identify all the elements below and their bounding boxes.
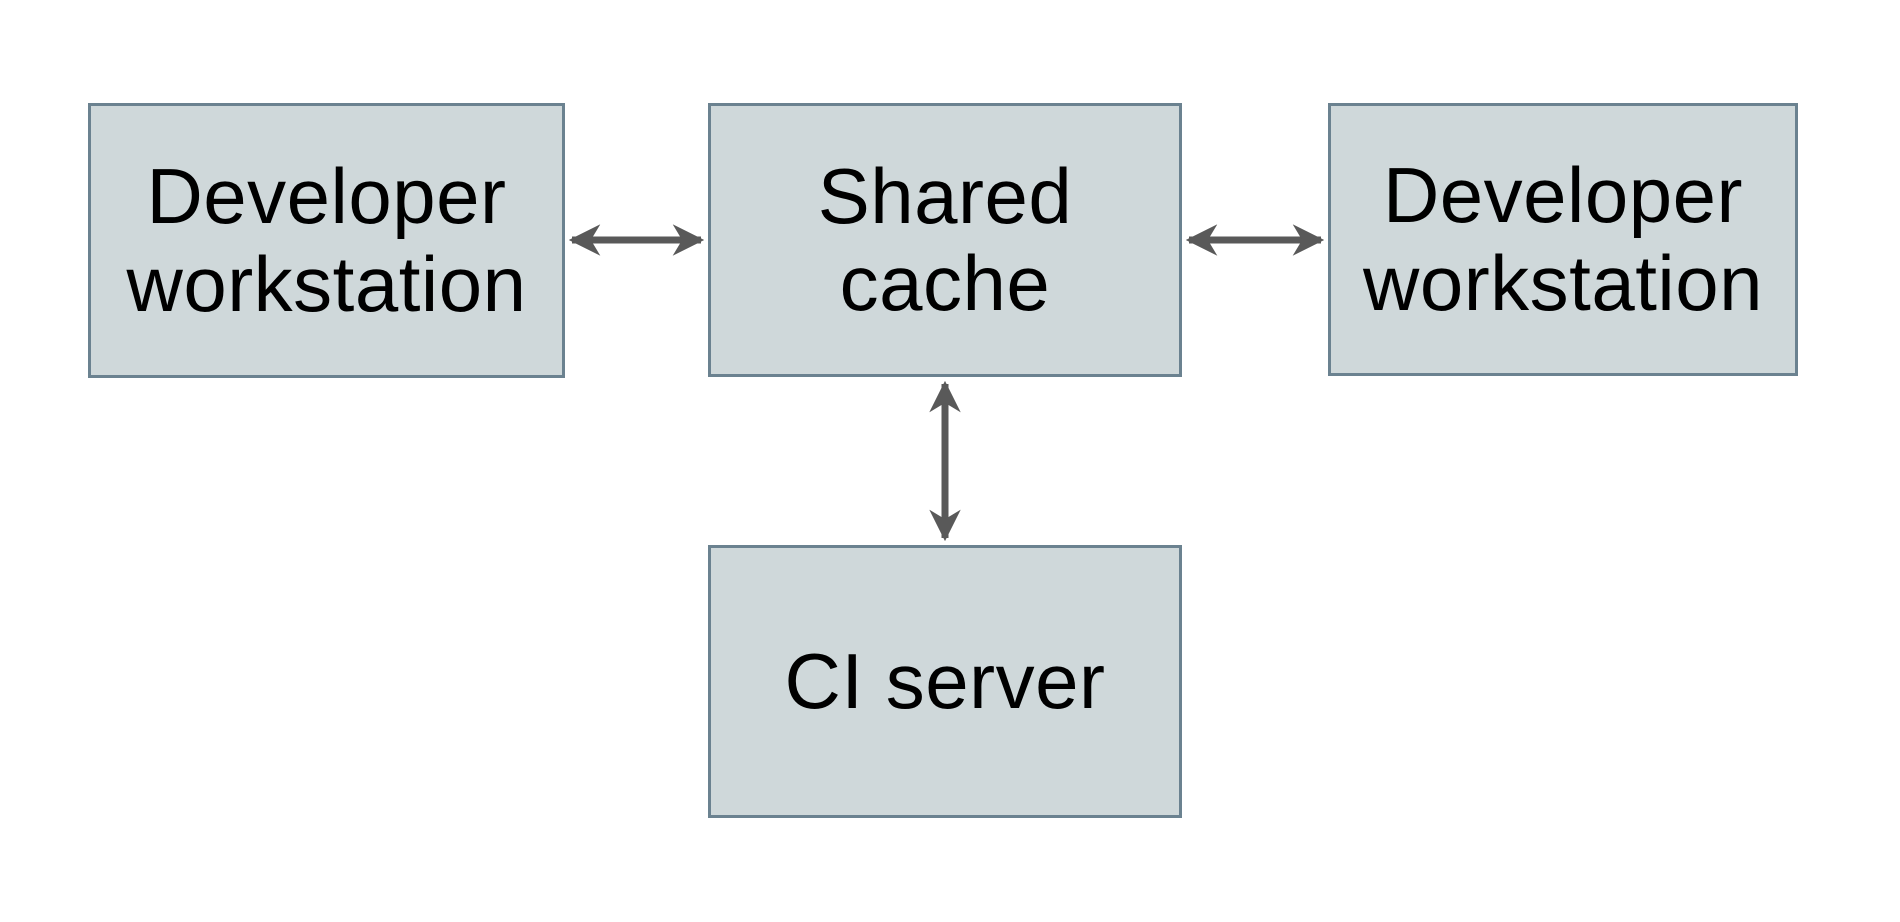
node-shared-cache: Shared cache <box>708 103 1182 377</box>
node-ci-server: CI server <box>708 545 1182 818</box>
node-label: CI server <box>784 636 1106 725</box>
node-label: Shared cache <box>817 151 1073 327</box>
node-label: Developer workstation <box>1363 151 1763 327</box>
node-label: Developer workstation <box>126 152 527 328</box>
node-developer-workstation-right: Developer workstation <box>1328 103 1798 376</box>
node-developer-workstation-left: Developer workstation <box>88 103 565 378</box>
